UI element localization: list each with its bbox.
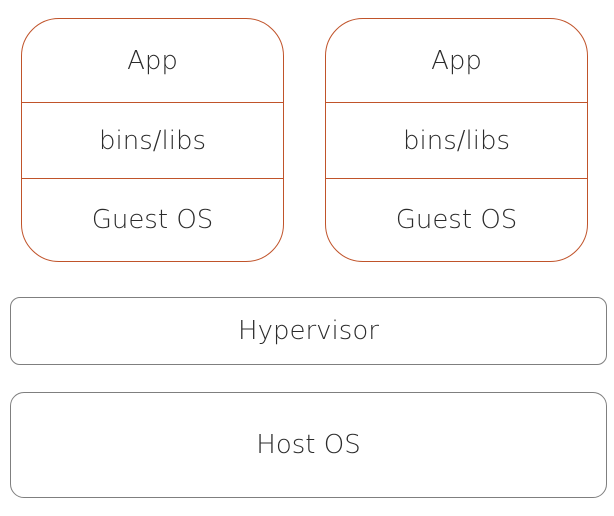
vm-box-left: App bins/libs Guest OS [21,18,284,262]
bins-libs-layer: bins/libs [22,103,283,179]
guest-os-layer: Guest OS [395,205,518,235]
app-layer: App [22,19,283,103]
bins-libs-layer: bins/libs [326,103,587,179]
app-layer: App [326,19,587,103]
hypervisor-layer: Hypervisor [10,297,607,365]
guest-os-layer: Guest OS [91,205,214,235]
host-os-layer: Host OS [10,392,607,498]
vm-box-right: App bins/libs Guest OS [325,18,588,262]
